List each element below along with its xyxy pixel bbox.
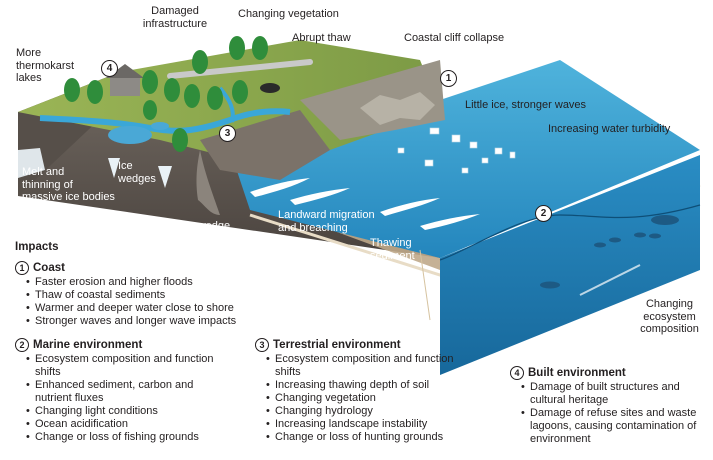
- oil-spill: [260, 83, 280, 93]
- list-item: Ocean acidification: [26, 418, 225, 431]
- list-item: Changing light conditions: [26, 405, 225, 418]
- label-little-ice-stronger-waves: Little ice, stronger waves: [465, 99, 587, 111]
- ocean-front-face: [440, 155, 700, 375]
- river-branch: [218, 86, 235, 123]
- marker-2: 2: [535, 205, 552, 222]
- list-item: Ecosystem composition and function shift…: [266, 353, 475, 379]
- ice-wedge: [158, 166, 172, 188]
- label-abrupt-thaw: Abrupt thaw: [292, 32, 351, 44]
- impact-built: 4 Built environment Damage of built struc…: [510, 366, 705, 446]
- list-item: Faster erosion and higher floods: [26, 276, 285, 289]
- impact-number: 4: [510, 366, 524, 380]
- list-item: Changing vegetation: [266, 392, 475, 405]
- impact-marine: 2 Marine environment Ecosystem compositio…: [15, 338, 225, 444]
- impact-number: 2: [15, 338, 29, 352]
- water-column-curve: [439, 204, 701, 261]
- list-item: Damage of refuse sites and waste lagoons…: [521, 407, 705, 446]
- ice-floes: [397, 127, 516, 174]
- list-item: Damage of built structures and cultural …: [521, 381, 705, 407]
- marker-3: 3: [219, 125, 236, 142]
- ice-wedge: [108, 158, 120, 178]
- thaw-slump: [200, 110, 330, 180]
- list-item: Stronger waves and longer wave impacts: [26, 315, 285, 328]
- list-item: Changing hydrology: [266, 405, 475, 418]
- list-item: Change or loss of fishing grounds: [26, 431, 225, 444]
- impact-title: Coast: [33, 261, 65, 274]
- list-item: Ecosystem composition and function shift…: [26, 353, 225, 379]
- cliff-rocks: [360, 92, 435, 125]
- polygon-gully: [196, 150, 220, 215]
- impact-terrestrial: 3 Terrestrial environment Ecosystem compo…: [255, 338, 475, 444]
- list-item: Warmer and deeper water close to shore: [26, 302, 285, 315]
- waves: [250, 178, 480, 230]
- impact-title: Marine environment: [33, 338, 143, 351]
- fish: [540, 215, 679, 289]
- pipeline: [167, 59, 313, 79]
- thermokarst-lake: [151, 122, 169, 130]
- list-item: Increasing thawing depth of soil: [266, 379, 475, 392]
- list-item: Increasing landscape instability: [266, 418, 475, 431]
- shallow-seabed: [579, 264, 641, 296]
- massive-ice-body: [18, 148, 45, 178]
- label-coastal-cliff-collapse: Coastal cliff collapse: [404, 32, 505, 44]
- impact-number: 3: [255, 338, 269, 352]
- impact-title: Built environment: [528, 366, 626, 379]
- list-item: Thaw of coastal sediments: [26, 289, 285, 302]
- impacts-title: Impacts: [15, 241, 59, 253]
- sediment-streak: [419, 249, 431, 321]
- impact-title: Terrestrial environment: [273, 338, 401, 351]
- list-item: Enhanced sediment, carbon and nutrient f…: [26, 379, 225, 405]
- label-increasing-water-turbidity: Increasing water turbidity: [548, 123, 671, 135]
- impact-number: 1: [15, 261, 29, 275]
- marker-1: 1: [440, 70, 457, 87]
- ocean-surface: [230, 60, 700, 258]
- list-item: Change or loss of hunting grounds: [266, 431, 475, 444]
- label-changing-vegetation: Changing vegetation: [238, 8, 339, 20]
- marker-4: 4: [101, 60, 118, 77]
- trees: [64, 36, 268, 152]
- thermokarst-lake: [108, 126, 152, 144]
